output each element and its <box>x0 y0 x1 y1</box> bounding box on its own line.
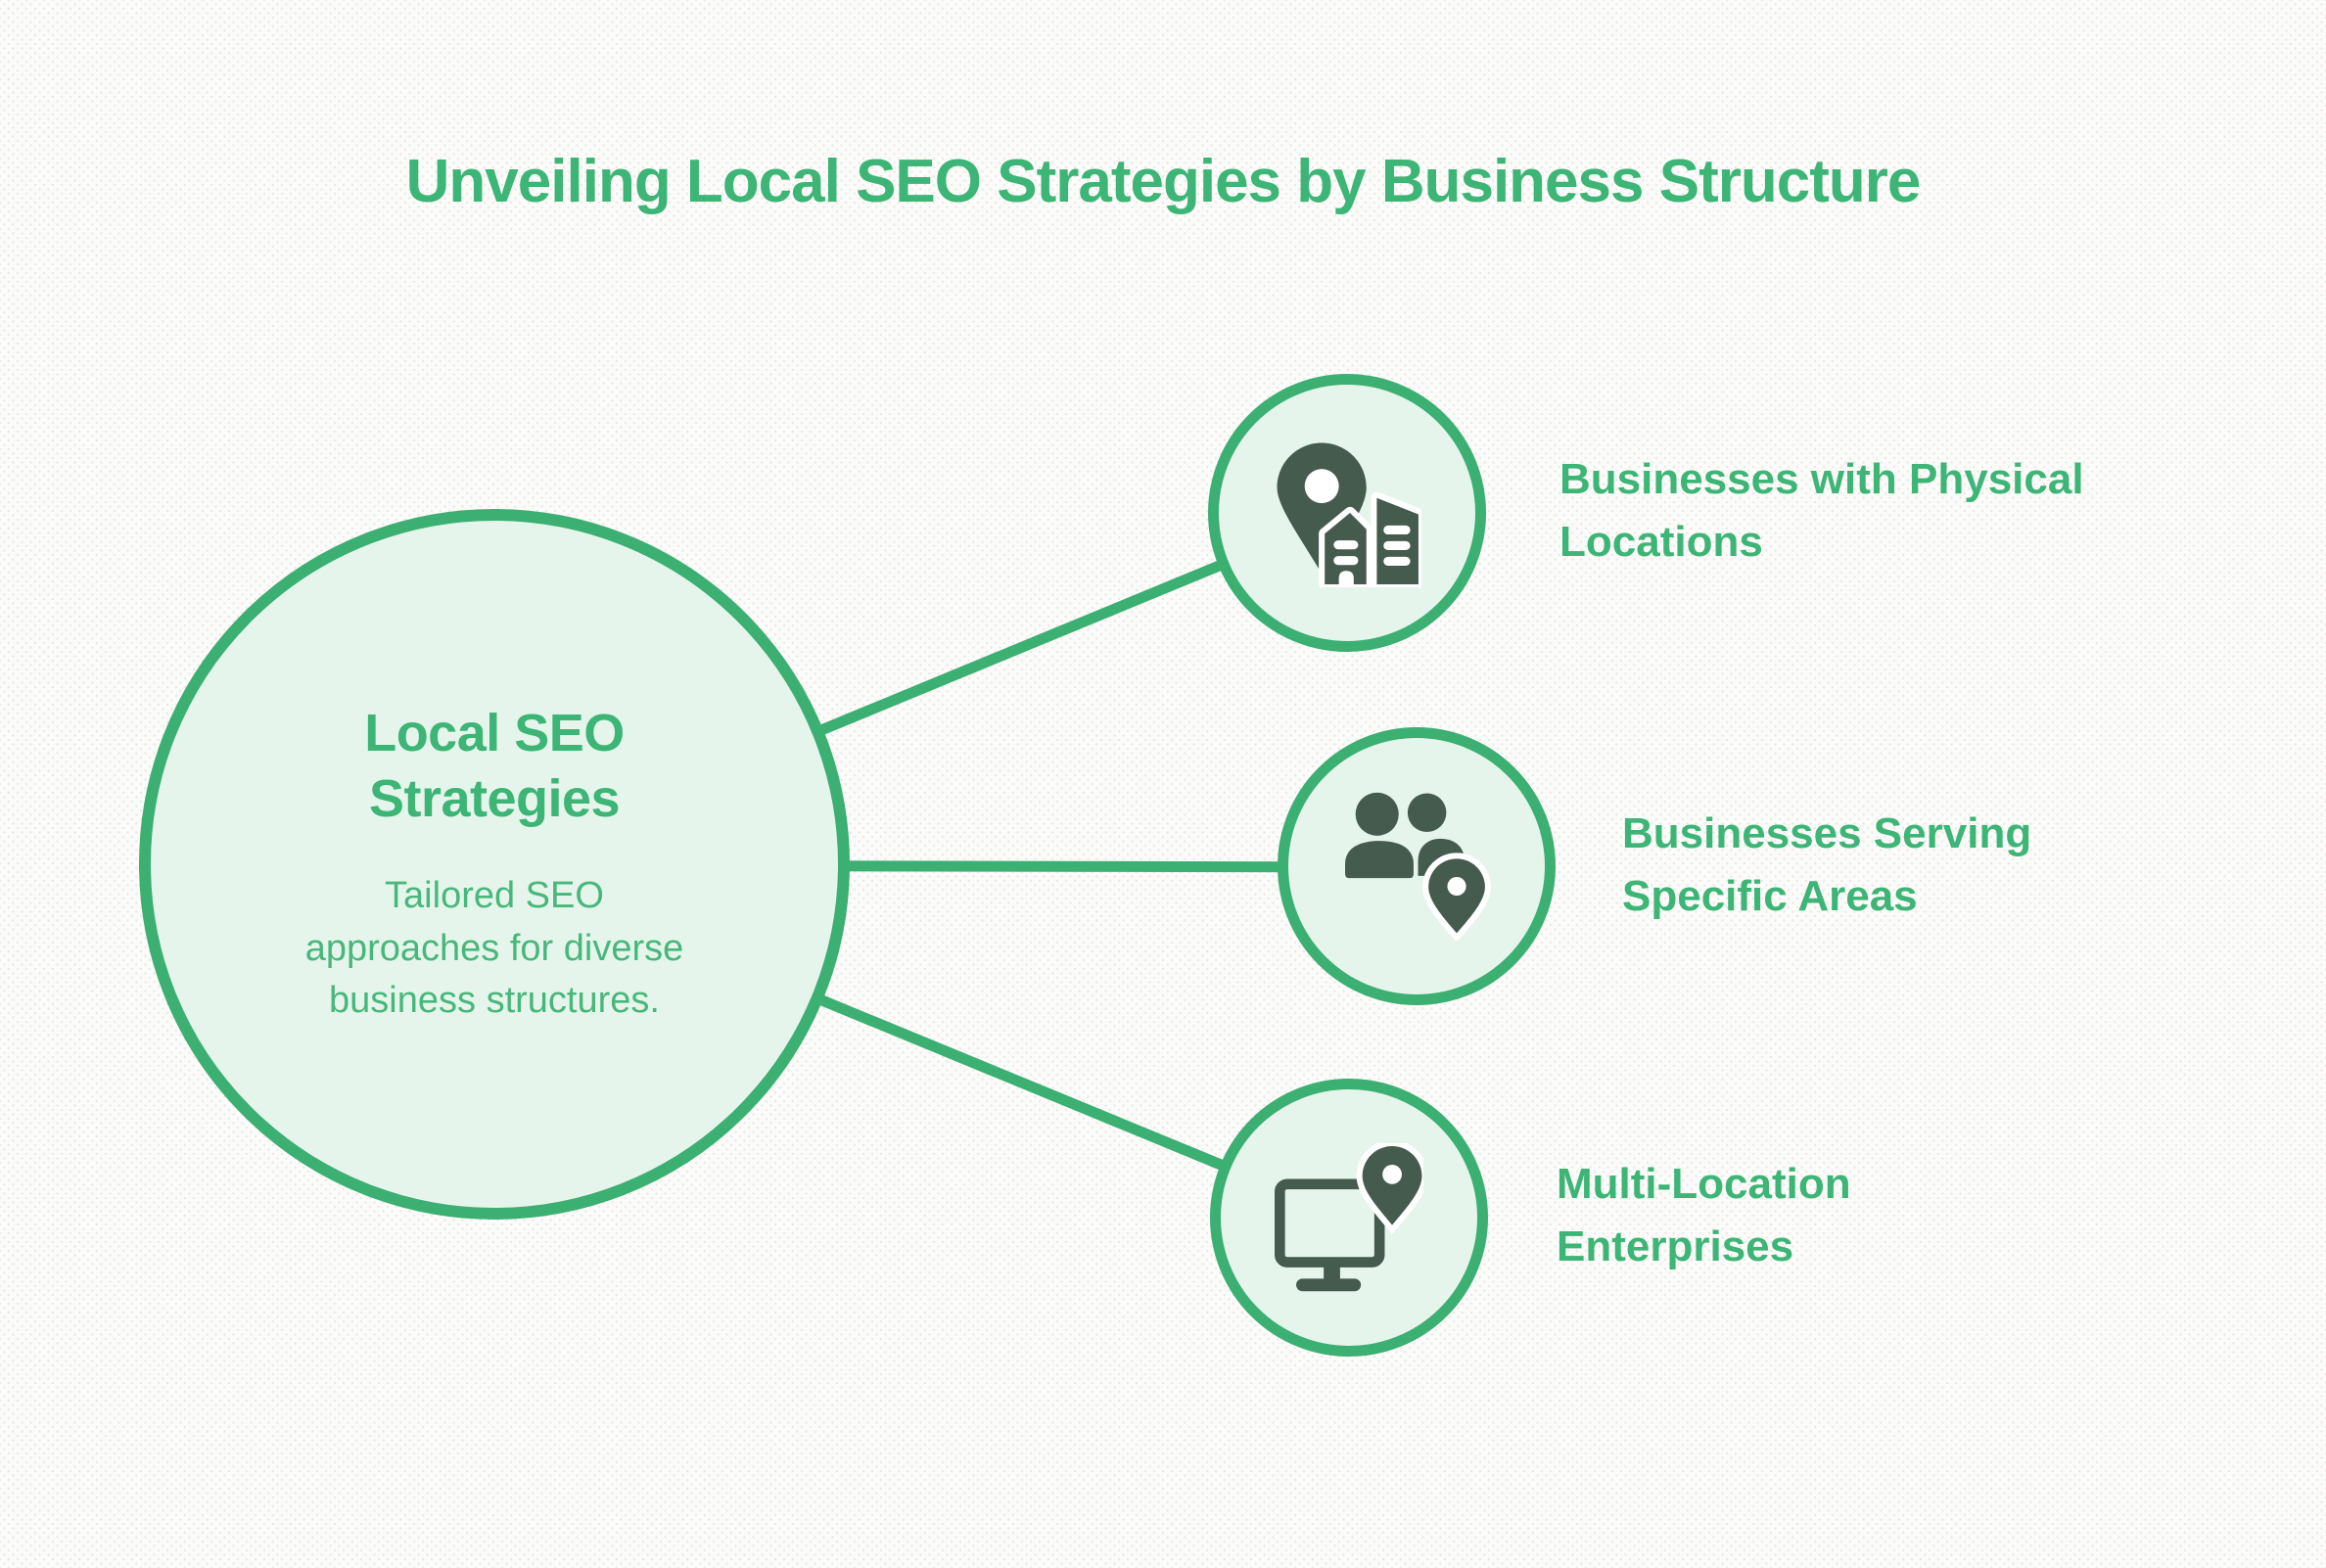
central-node: Local SEO Strategies Tailored SEO approa… <box>139 509 850 1220</box>
people-with-location-pin-icon <box>1345 792 1491 941</box>
page-title: Unveiling Local SEO Strategies by Busine… <box>405 148 1922 215</box>
central-node-heading: Local SEO Strategies <box>364 703 625 829</box>
label-physical-locations: Businesses with Physical Locations <box>1559 455 2084 566</box>
label-serving-areas: Businesses Serving Specific Areas <box>1622 809 2032 920</box>
central-node-description: Tailored SEO approaches for diverse busi… <box>304 874 684 1022</box>
map-pin-with-buildings-icon <box>1277 442 1421 587</box>
label-multi-location: Multi-Location Enterprises <box>1557 1160 1851 1270</box>
node-multi-location <box>1210 1079 1488 1357</box>
node-physical-locations <box>1208 374 1486 652</box>
monitor-with-location-pin-icon <box>1275 1143 1423 1292</box>
node-serving-areas <box>1278 727 1556 1005</box>
